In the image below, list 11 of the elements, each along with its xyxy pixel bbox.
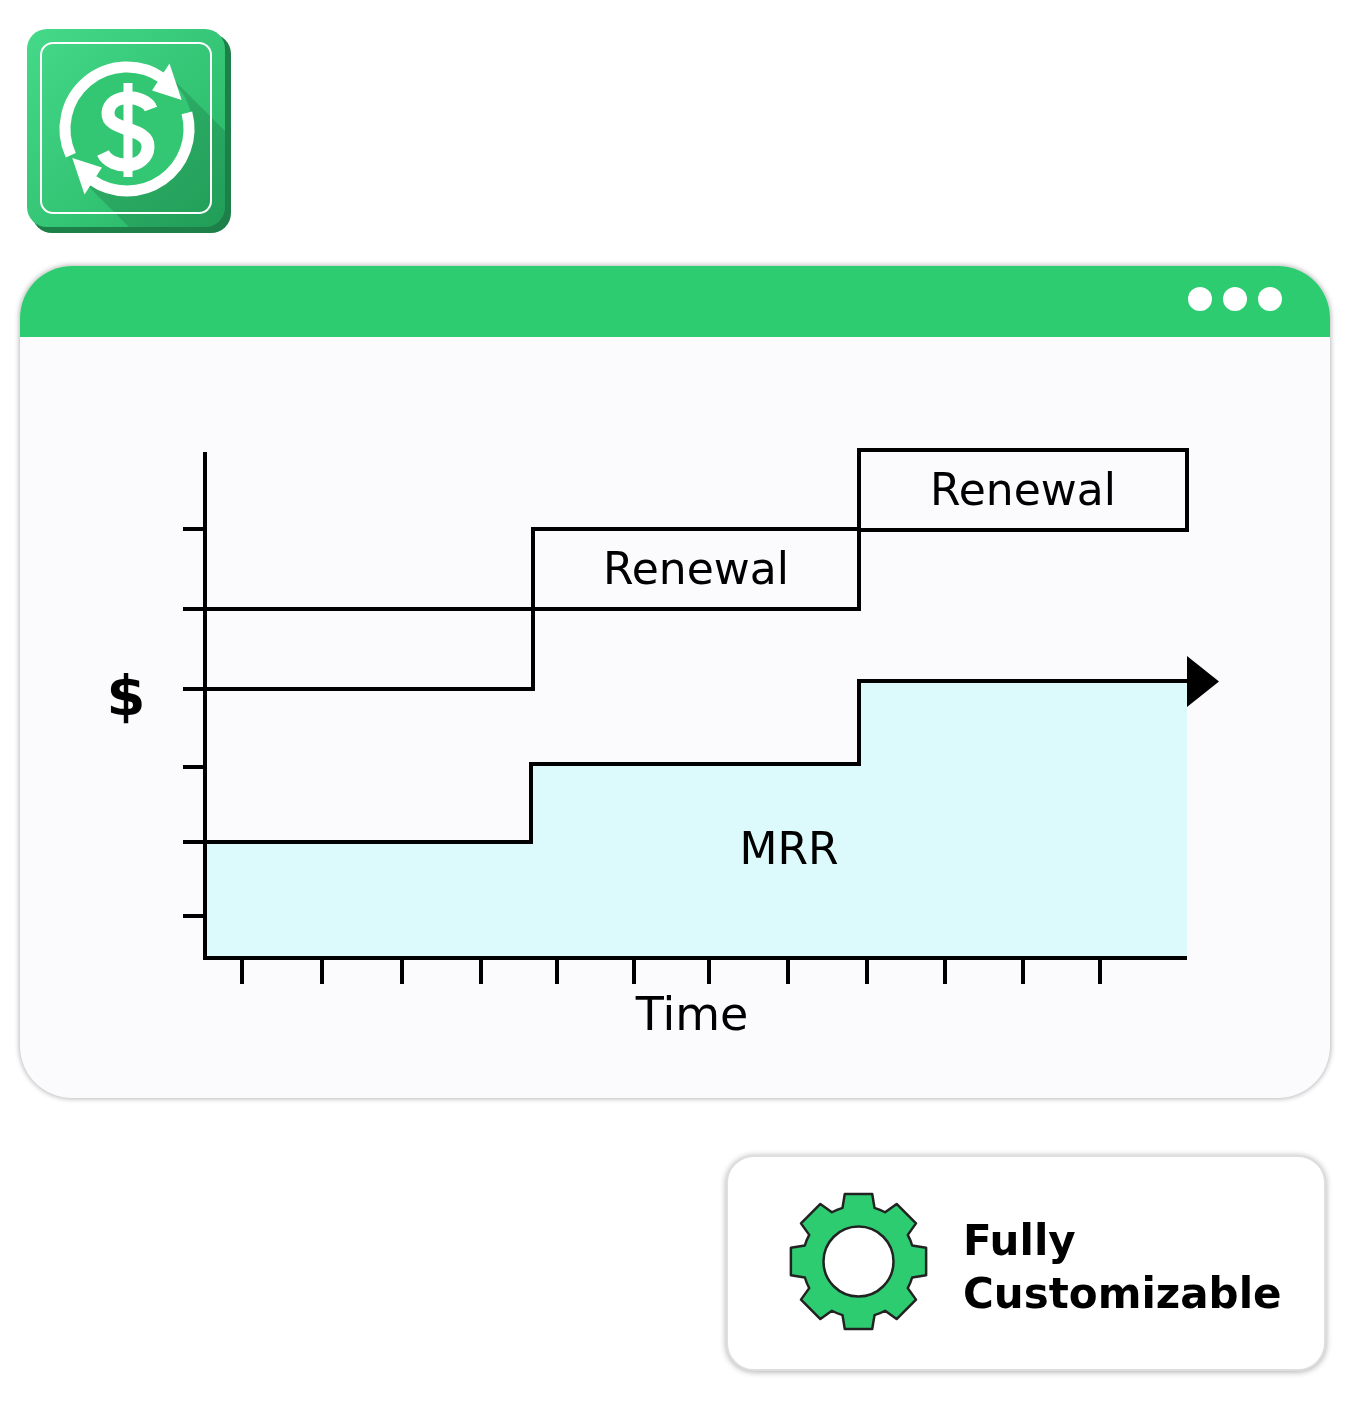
axis-label: $ bbox=[106, 663, 146, 729]
segment-label: Renewal bbox=[930, 464, 1116, 516]
feature-card bbox=[726, 1155, 1326, 1371]
segment-label: Renewal bbox=[603, 543, 789, 595]
axis-label: Time bbox=[635, 987, 749, 1041]
browser-window bbox=[20, 266, 1330, 1098]
stacked-segment bbox=[857, 448, 1189, 532]
feature-title: Fully Customizable bbox=[963, 1215, 1283, 1320]
stacked-segment bbox=[531, 527, 861, 611]
stacked-segment bbox=[207, 607, 535, 691]
area-label: MRR bbox=[739, 823, 839, 875]
